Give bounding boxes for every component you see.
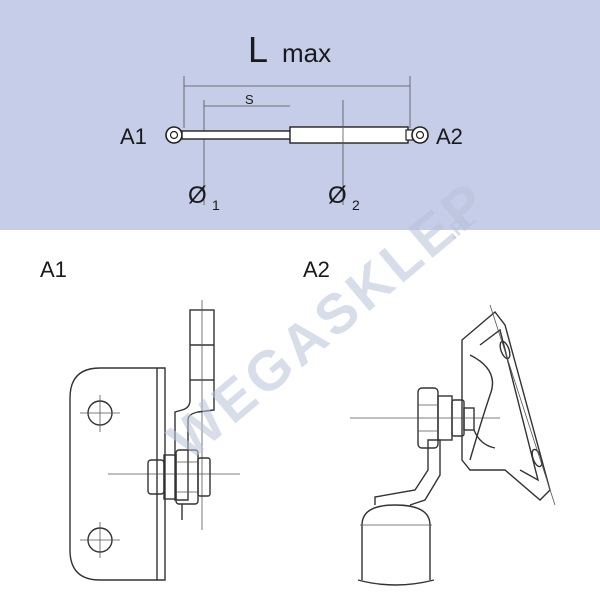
diameter-2-symbol: Ø xyxy=(328,182,347,209)
stroke-dimension-line xyxy=(203,100,290,205)
stroke-label: S xyxy=(245,92,254,107)
detail-a2-drawing xyxy=(350,304,556,586)
gas-spring xyxy=(165,126,429,144)
length-label: L xyxy=(248,29,268,70)
cylinder xyxy=(289,126,409,144)
length-dimension-line xyxy=(183,76,411,128)
piston-rod xyxy=(181,130,292,140)
end-right-label: A2 xyxy=(436,124,463,149)
length-sub-label: max xyxy=(282,38,331,68)
end-left-label: A1 xyxy=(120,124,147,149)
diameter-1-sub: 1 xyxy=(212,197,220,213)
detail-a1-title: A1 xyxy=(40,257,67,282)
diameter-2-sub: 2 xyxy=(352,197,360,213)
detail-a2-title: A2 xyxy=(303,257,330,282)
detail-a1-drawing xyxy=(69,300,240,581)
top-panel xyxy=(0,0,600,230)
diameter-1-symbol: Ø xyxy=(188,182,207,209)
